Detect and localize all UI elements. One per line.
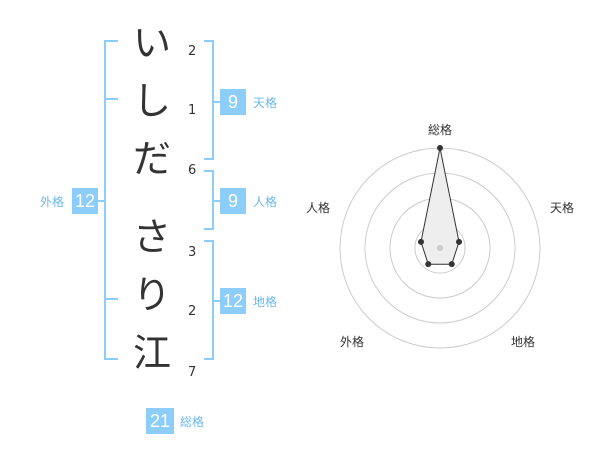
- stroke-count-1: 2: [188, 44, 197, 59]
- radar-axis-label-3: 地格: [511, 335, 536, 349]
- radar-axis-label-2: 天格: [550, 201, 575, 215]
- radar-data-polygon: [420, 147, 460, 265]
- tenkaku-label: 天格: [253, 96, 278, 110]
- jinkaku-bracket-top-tick: [204, 170, 214, 172]
- tenkaku-bracket-vertical: [212, 40, 214, 160]
- stroke-count-5: 2: [188, 304, 197, 319]
- soukaku-label: 総格: [180, 415, 205, 429]
- jinkaku-bracket-connector: [212, 200, 220, 202]
- radar-center-dot: [437, 245, 443, 251]
- jinkaku-bracket-bottom-tick: [204, 228, 214, 230]
- tenkaku-bracket-bottom-tick: [204, 158, 214, 160]
- outer-bracket-mid-tick-1: [104, 98, 118, 100]
- radar-axis-label-1: 総格: [428, 123, 453, 137]
- chikaku-label: 地格: [253, 295, 278, 309]
- stroke-count-6: 7: [188, 365, 197, 380]
- name-char-4: さ: [132, 215, 171, 259]
- chikaku-bracket-top-tick: [204, 240, 214, 242]
- radar-axis-label-5: 人格: [306, 201, 331, 215]
- stroke-count-3: 6: [188, 163, 197, 178]
- name-char-1: い: [132, 21, 171, 65]
- radar-point-3: [448, 261, 455, 268]
- fortune-radar-chart: [339, 145, 541, 349]
- jinkaku-label: 人格: [253, 195, 278, 209]
- gaikaku-value-badge: 12: [72, 188, 98, 214]
- name-char-2: し: [132, 79, 171, 123]
- name-char-6: 江: [132, 331, 171, 375]
- outer-bracket-connector: [98, 200, 106, 202]
- chikaku-bracket-bottom-tick: [204, 358, 214, 360]
- outer-bracket-top-tick: [104, 40, 118, 42]
- radar-point-5: [417, 238, 424, 245]
- outer-bracket-mid-tick-2: [104, 298, 118, 300]
- soukaku-value-badge: 21: [146, 408, 174, 434]
- tenkaku-bracket-connector: [212, 101, 220, 103]
- outer-bracket-bottom-tick: [104, 358, 118, 360]
- stroke-count-4: 3: [188, 245, 197, 260]
- chikaku-value-badge: 12: [220, 288, 246, 314]
- radar-axis-label-4: 外格: [340, 335, 365, 349]
- name-char-3: だ: [132, 137, 171, 181]
- radar-point-4: [425, 261, 432, 268]
- tenkaku-value-badge: 9: [220, 89, 246, 115]
- radar-point-2: [456, 238, 463, 245]
- gaikaku-label: 外格: [40, 195, 65, 209]
- tenkaku-bracket-top-tick: [204, 40, 214, 42]
- jinkaku-value-badge: 9: [220, 188, 246, 214]
- radar-point-1: [437, 145, 443, 151]
- chikaku-bracket-connector: [212, 300, 220, 302]
- name-char-5: り: [132, 273, 171, 317]
- stroke-count-2: 1: [188, 103, 197, 118]
